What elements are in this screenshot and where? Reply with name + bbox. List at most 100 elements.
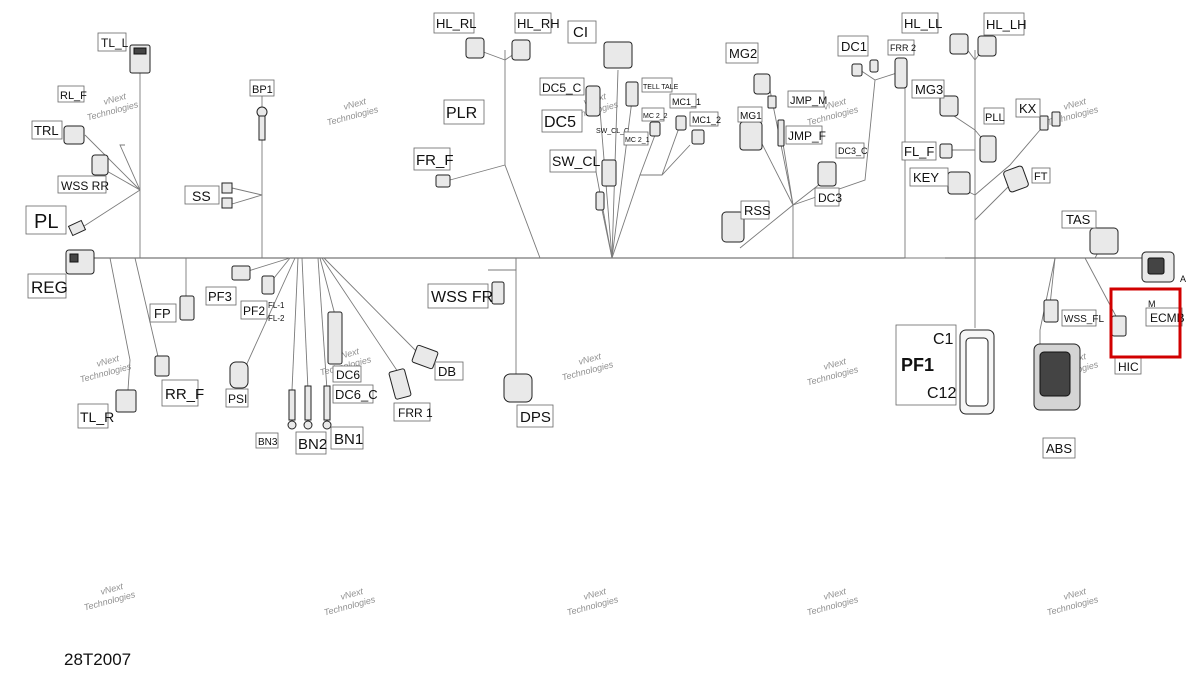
label-sw-cl-c: SW_CL_C: [596, 128, 629, 135]
label-wss-fr: WSS FR: [431, 289, 493, 306]
connector-icon: [491, 281, 505, 305]
connector-icon: [939, 95, 959, 117]
watermark: vNext Technologies: [326, 96, 380, 128]
ring-terminal-icon: [288, 389, 296, 421]
connector-icon: [894, 57, 908, 89]
label-bp1: BP1: [252, 84, 273, 96]
connector-icon: [67, 219, 87, 237]
connector-icon: [767, 95, 777, 109]
label-mc1-1: MC1_1: [672, 97, 701, 107]
connector-glyphs: [63, 33, 1175, 430]
connector-labels: TL_L RL_F TRL WSS RR PL REG BP1 SS FP PF…: [25, 12, 1186, 459]
watermark: vNext Technologies: [86, 91, 140, 123]
label-pf2: PF2: [243, 304, 265, 318]
connector-icon: [939, 143, 953, 159]
label-hl-rl: HL_RL: [436, 16, 476, 31]
label-fr-f: FR_F: [416, 152, 454, 169]
connector-icon: [777, 119, 785, 147]
label-dc1: DC1: [841, 39, 867, 54]
connector-icon: [817, 161, 837, 187]
connector-icon: [949, 33, 969, 55]
label-dc5-c: DC5_C: [542, 81, 582, 95]
wire: [504, 50, 541, 259]
ring-terminal-icon: [304, 385, 312, 421]
label-tas: TAS: [1066, 212, 1091, 227]
connector-icon: [435, 174, 451, 188]
wire: [639, 134, 656, 176]
label-wss-fl: WSS_FL: [1064, 314, 1104, 325]
label-tl-l: TL_L: [101, 36, 129, 50]
label-ci: CI: [573, 24, 588, 41]
connector-icon: [115, 389, 137, 413]
label-bn3: BN3: [258, 437, 278, 448]
label-bn1: BN1: [334, 431, 363, 448]
label-plr: PLR: [446, 105, 477, 122]
wire: [1049, 257, 1056, 306]
wire: [488, 258, 517, 271]
connector-icon: [511, 39, 531, 61]
label-fp: FP: [154, 306, 171, 321]
connector-icon: [869, 59, 879, 73]
label-dps: DPS: [520, 409, 551, 426]
label-hl-ll: HL_LL: [904, 16, 942, 31]
label-hl-lh: HL_LH: [986, 17, 1026, 32]
connector-icon: [1051, 111, 1061, 127]
wire: [84, 134, 141, 191]
label-mc1-2: MC1_2: [692, 115, 721, 125]
connector-icon: [977, 35, 997, 57]
ring-terminal-icon: [322, 420, 332, 430]
label-ecm: ECMB: [1150, 311, 1185, 325]
label-abs: ABS: [1046, 441, 1072, 456]
wire: [319, 257, 336, 316]
ecm-module-icon: [1147, 257, 1165, 275]
connector-icon: [675, 115, 687, 131]
label-fl-2: FL-2: [268, 314, 285, 323]
label-ft: FT: [1034, 171, 1048, 183]
label-reg: REG: [31, 278, 68, 297]
connector-icon: [595, 191, 605, 211]
ring-terminal-icon: [258, 115, 266, 141]
watermark: vNext Technologies: [323, 586, 377, 618]
connector-icon: [625, 81, 639, 107]
label-hic: HIC: [1118, 360, 1139, 374]
connector-icon: [503, 373, 533, 403]
label-rss: RSS: [744, 203, 771, 218]
connector-icon: [1043, 299, 1059, 323]
ecm-highlight-box: [1109, 287, 1182, 359]
connector-icon: [91, 154, 109, 176]
connector-icon: [221, 197, 233, 209]
label-dc5: DC5: [544, 114, 576, 131]
wire: [323, 257, 421, 356]
label-key: KEY: [913, 170, 939, 185]
label-pf1: PF1: [901, 355, 934, 375]
connector-icon: [327, 311, 343, 365]
connector-icon: [388, 368, 412, 400]
label-dc6: DC6: [336, 368, 360, 382]
label-rr-f: RR_F: [165, 386, 204, 403]
wire: [134, 257, 161, 366]
watermark: vNext Technologies: [1046, 96, 1100, 128]
connector-icon: [63, 125, 85, 145]
wire: [317, 257, 328, 391]
label-fl-1: FL-1: [268, 301, 285, 310]
label-psi: PSI: [228, 392, 247, 406]
wire: [77, 189, 141, 231]
wire: [974, 129, 1041, 196]
connector-icon: [221, 182, 233, 194]
abs-module-icon: [1039, 351, 1071, 397]
connector-icon: [411, 344, 439, 370]
connector-icon: [649, 121, 661, 137]
label-c1: C1: [933, 331, 954, 348]
label-pl: PL: [34, 211, 58, 233]
wire: [244, 257, 291, 273]
watermark: vNext Technologies: [1046, 586, 1100, 618]
wire: [244, 257, 296, 369]
label-jmp-m: JMP_M: [790, 95, 827, 107]
label-fl-f: FL_F: [904, 144, 934, 159]
fuse-box-icon: [965, 337, 989, 407]
label-jmp-f: JMP_F: [788, 129, 826, 143]
watermark: vNext Technologies: [806, 356, 860, 388]
wire: [661, 124, 681, 176]
wire: [611, 144, 691, 259]
